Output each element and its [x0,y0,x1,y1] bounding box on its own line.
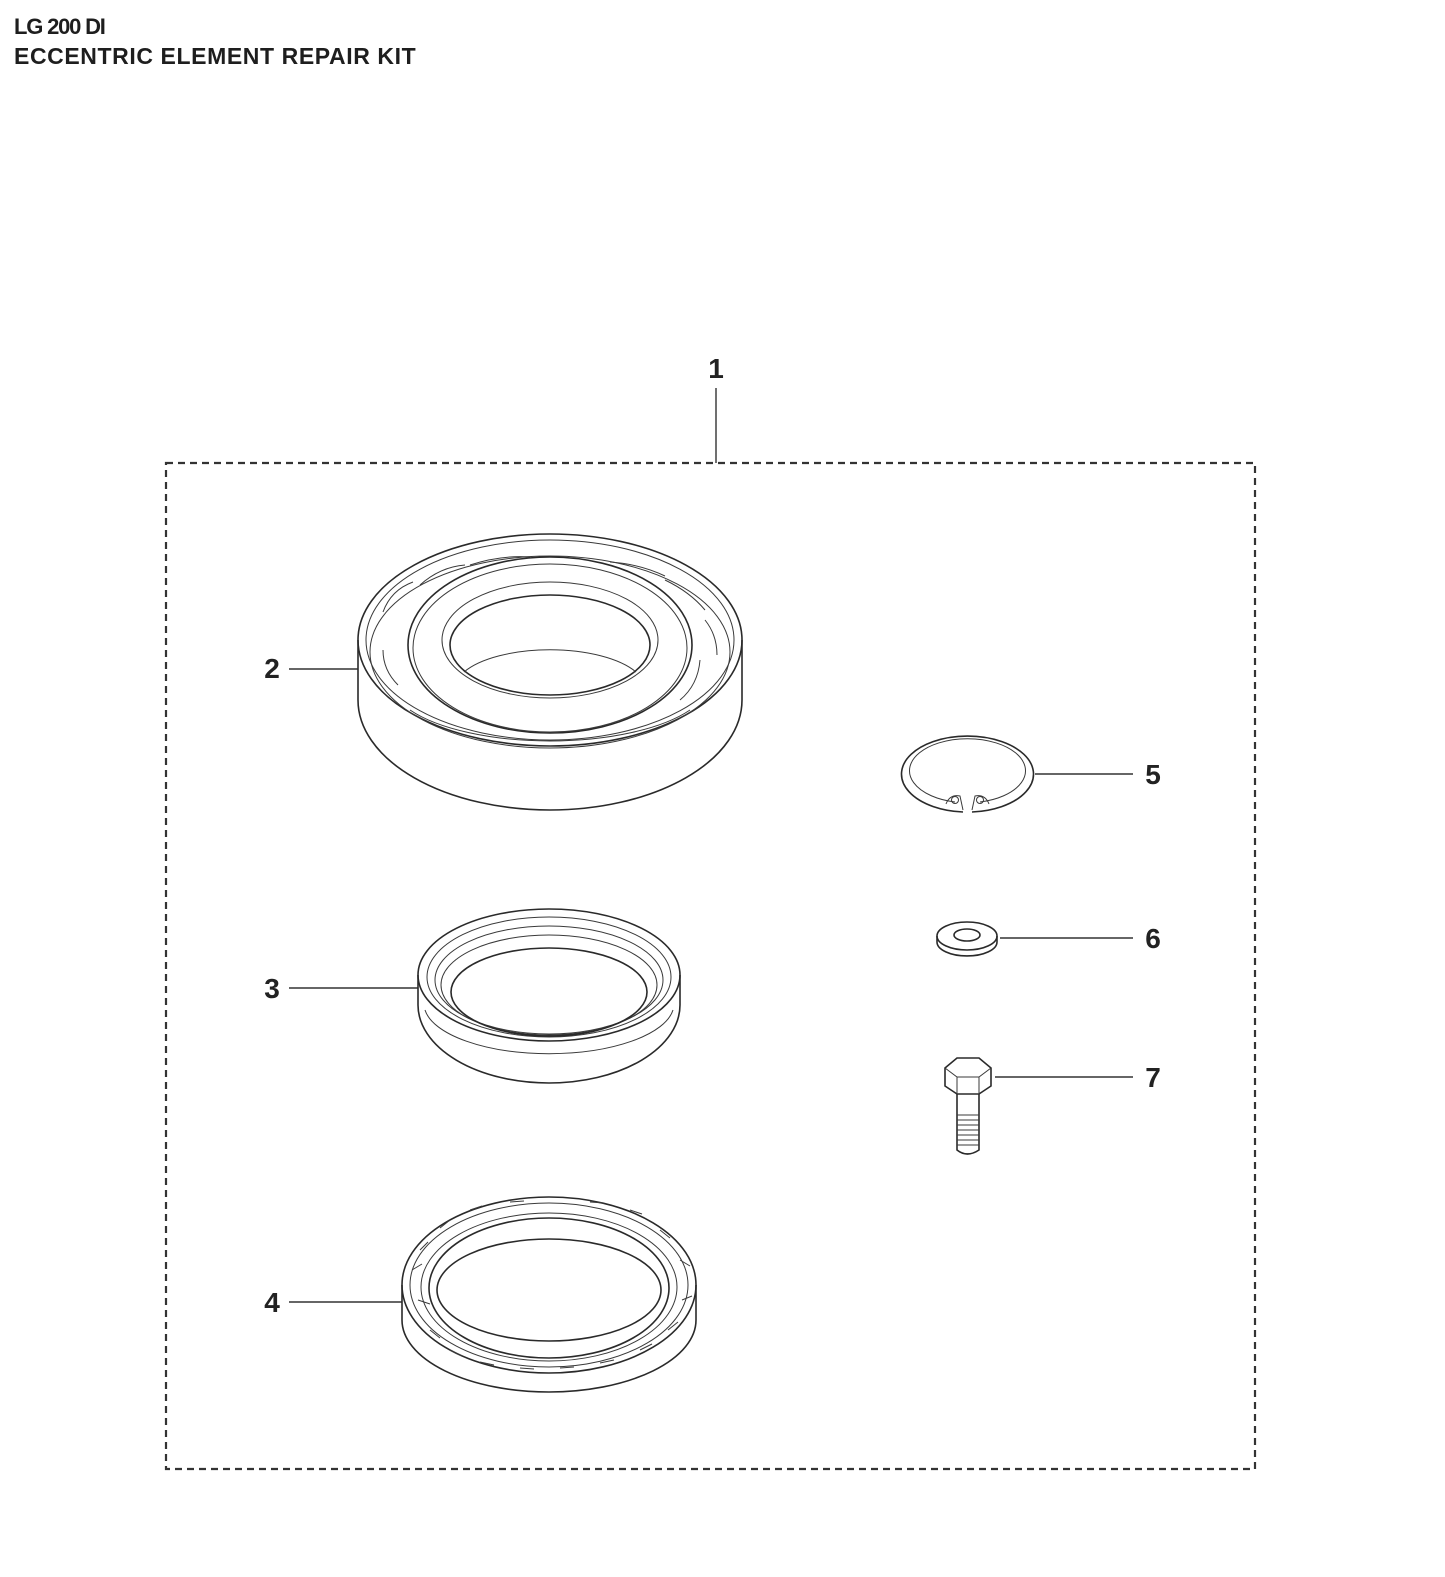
callout-3: 3 [264,973,280,1004]
title-block: LG 200 DI ECCENTRIC ELEMENT REPAIR KIT [14,12,416,70]
circlip-retaining-ring-icon [900,735,1035,813]
part-2[interactable]: 2 [264,533,743,811]
shaft-seal-ring-icon [417,908,681,1084]
cylindrical-roller-bearing-icon [357,533,743,811]
part-6[interactable]: 6 [936,921,1161,957]
part-3[interactable]: 3 [264,908,681,1084]
hex-bolt-icon [944,1057,992,1155]
callout-1: 1 [708,353,724,384]
part-5[interactable]: 5 [900,735,1161,813]
callout-2: 2 [264,653,280,684]
callout-6: 6 [1145,923,1161,954]
kit-boundary [164,461,1257,1471]
flat-washer-icon [936,921,998,957]
part-4[interactable]: 4 [264,1196,697,1393]
model-name: LG 200 DI [14,14,106,39]
callout-4: 4 [264,1287,280,1318]
thin-section-bearing-icon [401,1196,697,1393]
part-7[interactable]: 7 [944,1057,1161,1155]
kit-group-1[interactable]: 1 [164,353,1257,1471]
page-title: ECCENTRIC ELEMENT REPAIR KIT [14,43,417,69]
callout-7: 7 [1145,1062,1161,1093]
callout-5: 5 [1145,759,1161,790]
